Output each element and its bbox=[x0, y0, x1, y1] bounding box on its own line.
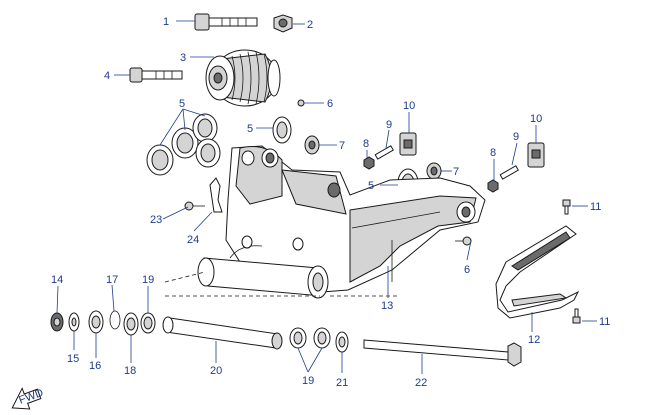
part-bolt-4 bbox=[129, 67, 183, 83]
callout-13: 13 bbox=[381, 300, 393, 312]
part-bushing-5-upper bbox=[272, 116, 292, 144]
callout-leader-lines bbox=[56, 20, 597, 374]
part-seal-21 bbox=[335, 331, 349, 353]
part-bushings-19-right bbox=[289, 327, 331, 349]
part-cap-7-right bbox=[426, 162, 442, 180]
callout-6-upper: 6 bbox=[327, 98, 333, 110]
callout-15: 15 bbox=[67, 353, 79, 365]
part-bearing-18 bbox=[123, 312, 139, 336]
part-nut-14 bbox=[50, 312, 64, 332]
callout-6-lower: 6 bbox=[464, 264, 470, 276]
part-adjuster-10-right bbox=[527, 142, 545, 168]
callout-9-left: 9 bbox=[386, 119, 392, 131]
callout-5-upper: 5 bbox=[247, 123, 253, 135]
callout-7-upper: 7 bbox=[339, 140, 345, 152]
callout-24: 24 bbox=[187, 234, 199, 246]
callout-11-lower: 11 bbox=[599, 316, 610, 328]
part-screw-11-upper bbox=[562, 199, 571, 215]
part-chain-guide-12 bbox=[495, 225, 580, 319]
fwd-arrow-icon: FWD bbox=[11, 387, 45, 410]
part-shock-absorber-3 bbox=[205, 49, 281, 107]
callout-5-right: 5 bbox=[368, 180, 374, 192]
callout-20: 20 bbox=[210, 365, 222, 377]
part-screw-11-lower bbox=[572, 308, 581, 324]
part-nut-8-right bbox=[487, 179, 499, 193]
callout-21: 21 bbox=[336, 377, 348, 389]
part-bushings-5-group bbox=[146, 113, 221, 176]
part-bolt-9-right bbox=[499, 165, 519, 180]
callout-numbers: 1 2 3 4 5 6 7 8 9 10 11 12 13 14 15 16 1… bbox=[51, 16, 610, 389]
callout-23: 23 bbox=[150, 214, 162, 226]
part-nut-8-left bbox=[363, 156, 375, 170]
part-pipe-20 bbox=[162, 316, 283, 350]
part-pivot-shaft-22 bbox=[363, 339, 522, 367]
part-bolt-6-lower bbox=[455, 236, 472, 246]
part-adjuster-10-left bbox=[399, 132, 417, 156]
part-nut-2 bbox=[273, 14, 293, 33]
part-bolt-1 bbox=[194, 13, 258, 31]
part-washer-15 bbox=[68, 312, 80, 332]
part-circlip-17 bbox=[109, 310, 121, 330]
part-swingarm-13 bbox=[164, 145, 486, 299]
callout-18: 18 bbox=[124, 365, 136, 377]
callout-4: 4 bbox=[104, 70, 110, 82]
callout-16: 16 bbox=[89, 360, 101, 372]
part-bolt-9-left bbox=[374, 145, 394, 160]
callout-3: 3 bbox=[180, 52, 186, 64]
part-bushing-19-left bbox=[140, 312, 156, 334]
callout-9-right: 9 bbox=[513, 131, 519, 143]
part-seal-16 bbox=[88, 310, 104, 334]
part-bolt-23 bbox=[184, 201, 205, 211]
callout-19-left: 19 bbox=[142, 274, 154, 286]
callout-8-right: 8 bbox=[490, 147, 496, 159]
part-bracket-24 bbox=[209, 177, 223, 213]
callout-2: 2 bbox=[307, 19, 313, 31]
part-bolt-6-upper bbox=[297, 99, 305, 107]
callout-10-left: 10 bbox=[403, 100, 415, 112]
callout-19-right: 19 bbox=[302, 375, 314, 387]
callout-11-upper: 11 bbox=[590, 201, 601, 213]
callout-12: 12 bbox=[528, 334, 540, 346]
callout-5-left: 5 bbox=[179, 98, 185, 110]
callout-10-right: 10 bbox=[530, 113, 542, 125]
part-cap-7-upper bbox=[304, 135, 320, 155]
callout-17: 17 bbox=[106, 274, 118, 286]
callout-1: 1 bbox=[163, 16, 169, 28]
callout-14: 14 bbox=[51, 274, 63, 286]
callout-7-right: 7 bbox=[453, 166, 459, 178]
callout-8-left: 8 bbox=[363, 138, 369, 150]
callout-22: 22 bbox=[415, 377, 427, 389]
